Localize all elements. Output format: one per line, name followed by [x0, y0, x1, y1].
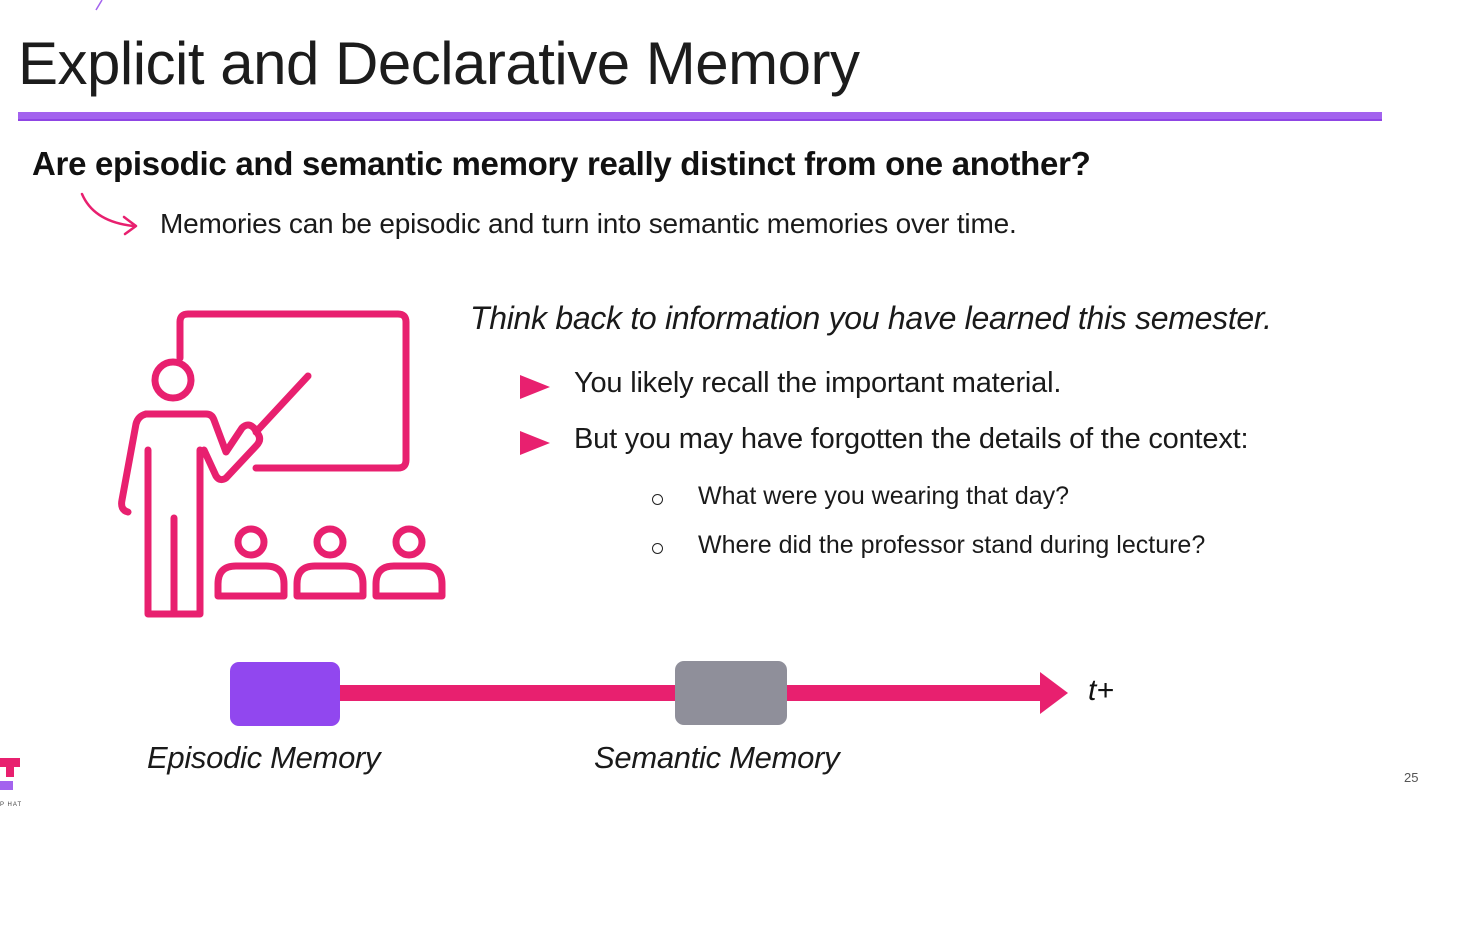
slide-question: Are episodic and semantic memory really … [32, 145, 1091, 182]
bullet-text: But you may have forgotten the details o… [574, 423, 1249, 455]
answer-text: Memories can be episodic and turn into s… [160, 208, 1017, 239]
sub-bullet-text: What were you wearing that day? [698, 482, 1070, 510]
triangle-bullet-icon [520, 375, 550, 399]
circle-bullet-icon [652, 543, 663, 554]
memory-timeline [230, 661, 1068, 726]
page-number: 25 [1404, 770, 1419, 785]
episodic-memory-label: Episodic Memory [147, 740, 381, 775]
logo-icon [0, 758, 20, 790]
time-axis-label: t+ [1088, 674, 1114, 707]
triangle-bullet-icon [520, 431, 550, 455]
teacher-classroom-icon [118, 310, 446, 618]
circle-bullet-icon [652, 494, 663, 505]
semantic-memory-box [675, 661, 787, 725]
sub-bullet-text: Where did the professor stand during lec… [698, 531, 1206, 559]
slide-title: Explicit and Declarative Memory [18, 30, 860, 97]
timeline-arrowhead [1040, 672, 1068, 714]
episodic-memory-box [230, 662, 340, 726]
prompt-text: Think back to information you have learn… [470, 300, 1272, 336]
corner-decoration [95, 0, 103, 11]
curved-arrow-icon [80, 192, 138, 236]
semantic-memory-label: Semantic Memory [594, 740, 840, 775]
logo-text: P HAT [0, 802, 23, 808]
bullet-text: You likely recall the important material… [574, 367, 1062, 399]
title-underline [18, 112, 1382, 121]
